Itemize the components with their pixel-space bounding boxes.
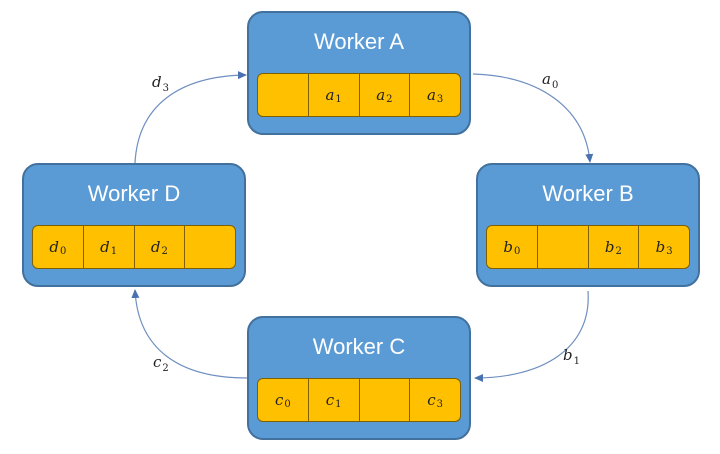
worker-b-slot-1 [536,226,588,268]
arrow-b-to-c [474,290,589,382]
arrow-a-to-b [472,73,594,163]
worker-a-slot-0 [258,74,308,116]
arrow-d-to-a [134,71,247,164]
worker-b-title: Worker B [542,181,634,206]
worker-d-slot-3 [184,226,235,268]
worker-d-title: Worker D [87,181,181,206]
arrow-label-b1: b1 [563,346,580,367]
arrow-label-d3: d3 [152,73,169,94]
worker-a-title: Worker A [313,29,405,54]
arrow-label-a0: a0 [542,70,559,91]
worker-c-slot-2 [358,379,410,421]
arrow-c-to-d [131,289,248,379]
worker-c-title: Worker C [312,334,406,359]
arrow-label-c2: c2 [153,353,169,374]
